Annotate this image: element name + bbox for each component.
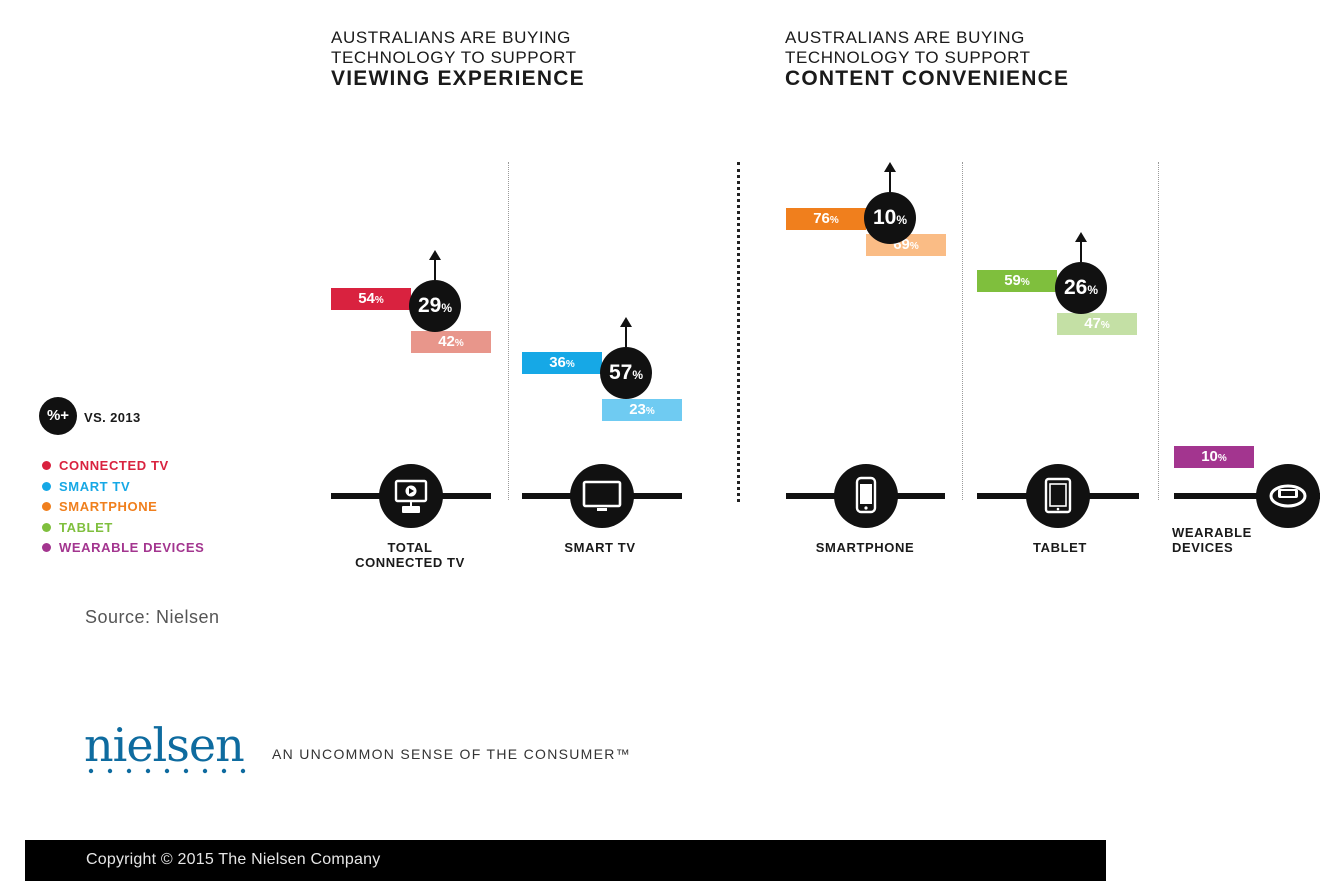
divider-dotted [1158,162,1159,500]
category-label-line: CONNECTED TV [355,555,465,570]
heading-line-2: TECHNOLOGY TO SUPPORT [785,48,1031,67]
heading-line-3: CONTENT CONVENIENCE [785,67,1070,90]
legend-label: TABLET [59,519,113,535]
legend-growth-caption: VS. 2013 [84,410,141,425]
percent-sign: % [829,215,839,227]
category-label: TABLET [1020,540,1100,555]
footer-bar: Copyright © 2015 The Nielsen Company [25,840,1106,881]
legend-item: SMART TV [42,477,204,498]
legend-item: SMARTPHONE [42,497,204,518]
category-label: SMARTPHONE [805,540,925,555]
copyright-text: Copyright © 2015 The Nielsen Company [86,851,381,868]
legend-item: WEARABLE DEVICES [42,538,204,559]
percent-sign: % [909,240,919,252]
wearable-band-icon [1256,464,1320,528]
category-label-line: SMART TV [564,540,636,555]
legend-dot-icon [42,481,51,491]
category-label: SMART TV [555,540,645,555]
section-divider [737,162,740,502]
smart-tv-icon [570,464,634,528]
bar-current: 36% [522,352,602,375]
divider-dotted [962,162,963,500]
heading-viewing-experience: AUSTRALIANS ARE BUYING TECHNOLOGY TO SUP… [331,28,585,89]
legend-item: CONNECTED TV [42,456,204,477]
brand-tagline: AN UNCOMMON SENSE OF THE CONSUMER™ [272,746,631,762]
bar-previous: 47% [1057,312,1137,335]
growth-arrow-icon [429,250,441,281]
connected-tv-icon [379,464,443,528]
growth-bubble: 26% [1055,262,1107,315]
growth-arrow-icon [884,162,896,192]
category-label-line: WEARABLE [1172,525,1252,540]
heading-line-1: AUSTRALIANS ARE BUYING [331,28,571,47]
percent-sign: % [454,337,464,349]
bar-previous: 23% [602,399,682,422]
heading-line-1: AUSTRALIANS ARE BUYING [785,28,1025,47]
smartphone-icon [833,464,898,528]
legend-dot-icon [42,543,51,552]
legend-dot-icon [42,522,51,532]
legend-dot-icon [42,502,51,511]
legend-label: SMARTPHONE [59,499,158,514]
growth-bubble: 57% [600,346,652,399]
heading-line-2: TECHNOLOGY TO SUPPORT [331,48,577,67]
bar-current: 10% [1174,446,1254,468]
percent-sign: % [1217,453,1227,464]
legend-label: WEARABLE DEVICES [59,540,205,555]
bar-previous: 42% [411,330,491,353]
heading-content-convenience: AUSTRALIANS ARE BUYING TECHNOLOGY TO SUP… [785,28,1069,89]
growth-arrow-icon [1075,232,1087,263]
logo-dots-icon [88,768,246,774]
percent-sign: % [645,406,655,418]
percent-sign: % [1100,319,1110,331]
legend-dot-icon [42,461,51,470]
legend-growth-bubble: %+ [39,397,77,435]
bar-current: 59% [977,269,1057,292]
category-label-line: DEVICES [1172,540,1234,555]
heading-line-3: VIEWING EXPERIENCE [331,67,585,90]
percent-sign: % [632,367,644,382]
percent-sign: % [565,359,575,371]
category-label-line: SMARTPHONE [815,540,915,555]
baseline [1174,493,1320,499]
growth-arrow-icon [620,316,632,347]
bar-current: 76% [786,208,866,231]
percent-sign: % [1087,283,1099,298]
tablet-icon [1026,464,1090,528]
category-label-line: TOTAL [387,540,433,555]
legend-label: SMART TV [59,478,131,494]
growth-bubble: 10% [864,192,916,244]
divider-dotted [508,162,509,500]
source-note: Source: Nielsen [85,607,220,627]
percent-sign: % [441,301,453,316]
bar-current: 54% [331,287,411,310]
percent-sign: % [1020,276,1030,288]
legend: CONNECTED TV SMART TV SMARTPHONE TABLET WEAR… [42,456,204,559]
percent-sign: % [374,294,384,306]
growth-bubble: 29% [409,280,461,333]
category-label-line: TABLET [1033,540,1087,555]
legend-item: TABLET [42,518,204,539]
percent-sign: % [896,213,908,227]
nielsen-logo: nielsen [84,718,245,772]
legend-label: CONNECTED TV [59,458,169,473]
